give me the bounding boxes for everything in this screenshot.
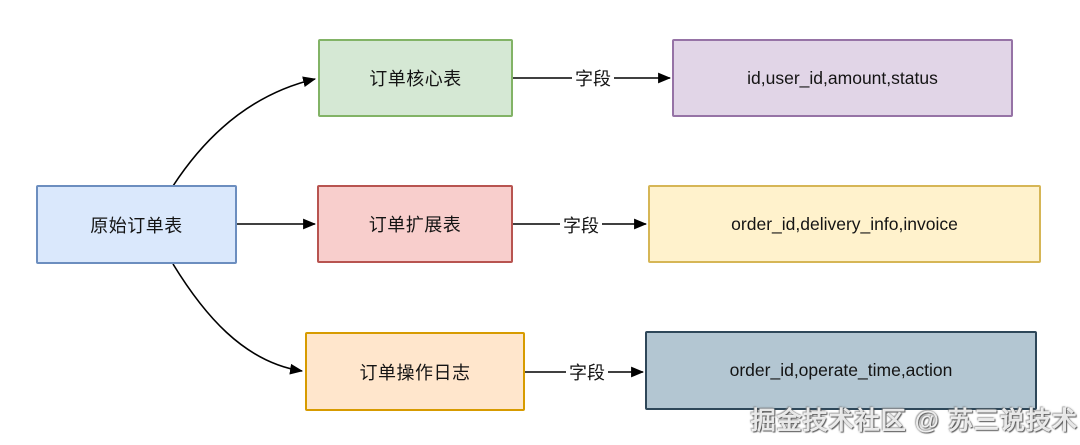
edge-label-fields-row1: 字段 bbox=[572, 65, 614, 91]
node-order-operation-log: 订单操作日志 bbox=[305, 332, 525, 411]
node-order-core-table: 订单核心表 bbox=[318, 39, 513, 117]
watermark: 掘金技术社区 @ 苏三说技术 bbox=[750, 407, 1078, 435]
node-label: 订单核心表 bbox=[369, 69, 462, 89]
node-log-table-fields: order_id,operate_time,action bbox=[645, 331, 1037, 410]
edge-label-fields-row3: 字段 bbox=[566, 359, 608, 385]
node-label: order_id,delivery_info,invoice bbox=[731, 213, 958, 234]
arrow-source-to-log bbox=[172, 263, 304, 375]
node-extension-table-fields: order_id,delivery_info,invoice bbox=[648, 185, 1041, 263]
node-order-extension-table: 订单扩展表 bbox=[317, 185, 513, 263]
arrow-source-to-core bbox=[172, 76, 317, 187]
node-label: id,user_id,amount,status bbox=[747, 67, 938, 88]
node-label: 订单扩展表 bbox=[368, 215, 462, 235]
node-original-order-table: 原始订单表 bbox=[36, 185, 237, 264]
node-core-table-fields: id,user_id,amount,status bbox=[672, 39, 1013, 117]
edge-label-fields-row2: 字段 bbox=[560, 212, 602, 238]
node-label: order_id,operate_time,action bbox=[729, 360, 953, 380]
node-label: 原始订单表 bbox=[90, 215, 183, 236]
node-label: 订单操作日志 bbox=[359, 362, 471, 383]
